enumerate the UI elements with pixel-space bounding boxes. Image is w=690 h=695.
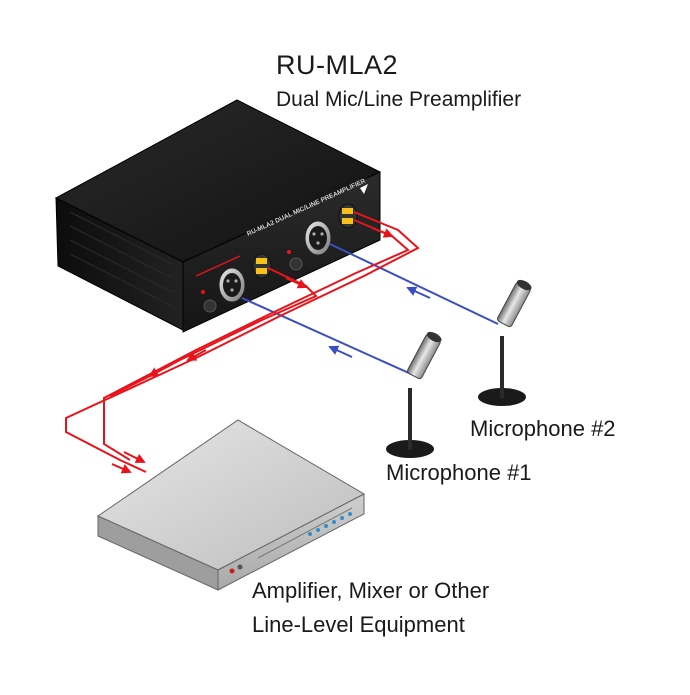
preamp-side-ribs	[69, 211, 173, 307]
product-subtitle: Dual Mic/Line Preamplifier	[276, 88, 522, 111]
equipment-indicator-row	[308, 512, 352, 536]
microphone-input-lines	[241, 243, 499, 379]
mic1-stand	[408, 388, 412, 450]
mic1-cable-arrow	[328, 345, 353, 358]
level-knob-2	[289, 257, 303, 271]
microphone-2	[478, 279, 532, 406]
mic1-cable	[241, 297, 421, 379]
xlr-input-1	[218, 267, 246, 303]
microphone-1	[386, 331, 442, 458]
led-indicator-1	[201, 290, 205, 294]
output-arrows	[111, 227, 394, 474]
line-level-equipment	[96, 419, 366, 591]
xlr-input-2	[304, 220, 332, 256]
microphone-2-label: Microphone #2	[470, 416, 616, 441]
mic2-cable	[329, 243, 499, 325]
equipment-label-line1: Amplifier, Mixer or Other	[252, 578, 490, 603]
line-output-2	[338, 203, 358, 229]
mic2-body	[497, 279, 532, 328]
equipment-front-panel	[217, 493, 365, 591]
mic2-cable-arrow	[406, 286, 431, 299]
mic1-body	[407, 331, 442, 380]
output2-cable-b	[65, 211, 420, 473]
brand-logo-icon	[360, 184, 368, 194]
preamplifier-unit: RU-MLA2 DUAL MIC/LINE PREAMPLIFIER	[54, 99, 382, 333]
equipment-knob	[237, 564, 243, 570]
line-output-1	[252, 253, 272, 279]
front-panel-stripe	[195, 255, 241, 277]
equipment-power-led	[229, 568, 235, 574]
product-title: RU-MLA2	[276, 50, 399, 80]
output2-cable	[103, 219, 410, 461]
level-knob-1	[203, 299, 217, 313]
microphone-1-label: Microphone #1	[386, 460, 532, 485]
led-indicator-2	[287, 250, 291, 254]
equipment-front-groove	[257, 507, 353, 559]
mic2-stand	[500, 336, 504, 398]
equipment-label-line2: Line-Level Equipment	[252, 612, 465, 637]
